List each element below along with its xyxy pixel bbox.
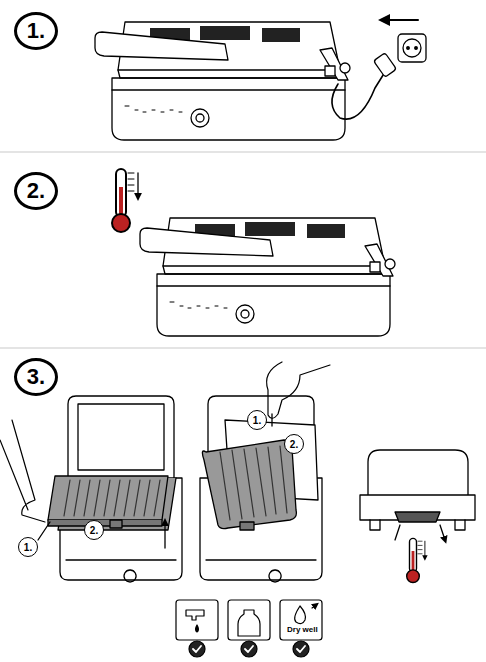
node-text: 2.: [27, 178, 45, 204]
callout-number: 1.: [18, 537, 38, 557]
node-text: 1.: [24, 542, 32, 553]
node-text: 3.: [27, 364, 45, 390]
node-text: 1.: [253, 415, 261, 426]
callout-number: 2.: [284, 434, 304, 454]
node-text: 2.: [290, 439, 298, 450]
step-number: 1.: [14, 12, 58, 50]
icon-label: Dry well: [286, 625, 319, 634]
callout-number: 1.: [247, 410, 267, 430]
step-number: 3.: [14, 358, 58, 396]
callout-number: 2.: [84, 520, 104, 540]
step-number: 2.: [14, 172, 58, 210]
node-text: 1.: [27, 18, 45, 44]
node-text: 2.: [90, 525, 98, 536]
